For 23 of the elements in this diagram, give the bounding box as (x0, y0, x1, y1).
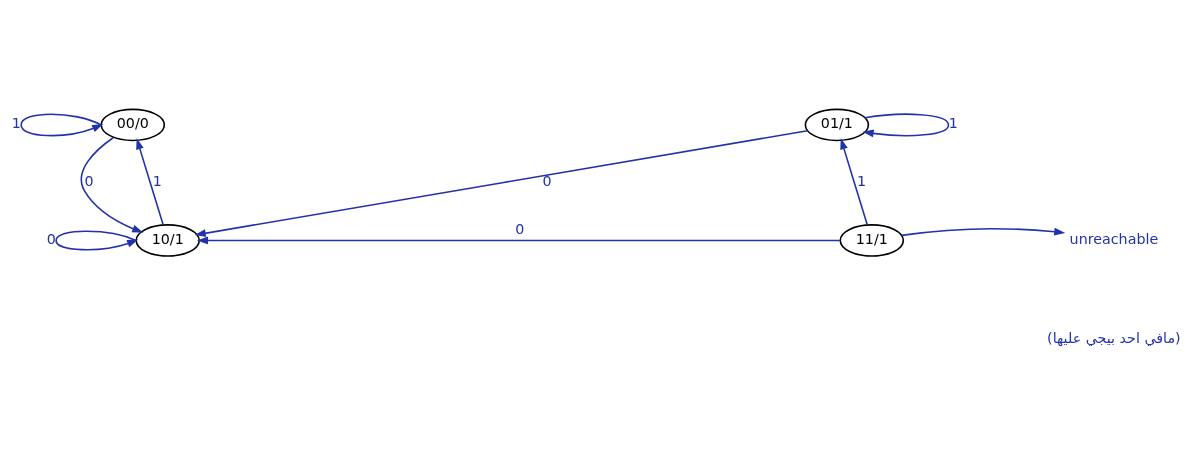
arrow (80, 136, 144, 233)
edge-label: 1 (11, 114, 21, 131)
arrow (840, 137, 869, 226)
arrow (20, 112, 104, 136)
edge-label: 1 (948, 114, 958, 131)
arrow (55, 229, 139, 250)
edge-label: 0 (46, 230, 56, 247)
arrow (900, 227, 1066, 236)
arrow (862, 112, 950, 137)
arrow (194, 129, 809, 237)
node-ellipse: 11/1 (839, 223, 905, 257)
node-text: unreachable (1069, 230, 1159, 247)
edge-label: 0 (84, 172, 94, 189)
arrow (136, 137, 164, 226)
arrow (196, 236, 842, 244)
label: (مافي احد بيجي عليها) (1047, 329, 1181, 346)
edge-label: 1 (856, 172, 867, 189)
node-ellipse: 00/0 (100, 108, 166, 141)
edge-label: 0 (542, 172, 552, 189)
node-ellipse: 10/1 (135, 223, 201, 257)
node-ellipse: 01/1 (804, 108, 870, 141)
edge-label: 1 (152, 172, 162, 189)
edge-label: 0 (515, 220, 525, 237)
